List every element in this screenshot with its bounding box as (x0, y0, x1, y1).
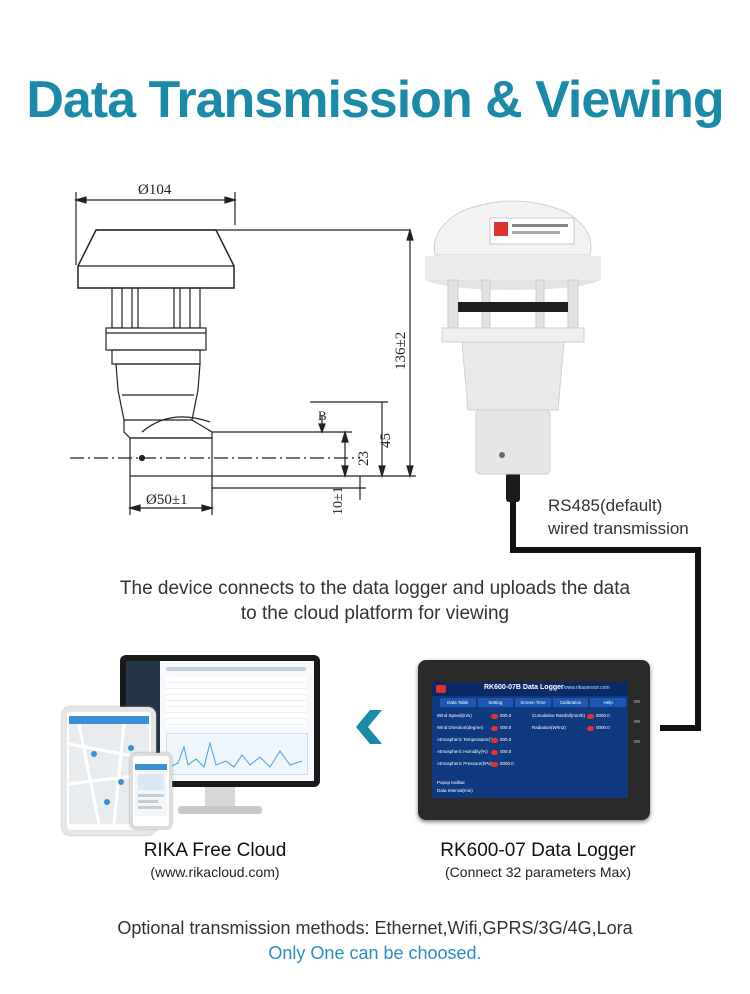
screen-label: Wind Speed(m/s) (437, 713, 472, 718)
screen-label: Atmospheric Temperature(°C) (437, 737, 497, 742)
unit-badge (491, 726, 498, 731)
unit-badge (587, 726, 594, 731)
logger-logo-icon (436, 685, 446, 693)
screen-tab[interactable]: Setting (477, 698, 514, 707)
screen-tab[interactable]: Data Table (440, 698, 476, 707)
label-b: B (318, 408, 327, 423)
screen-value: 0000.0 (500, 761, 514, 766)
screen-title: RK600-07B Data Logger (484, 684, 564, 691)
screen-url: www.rikasensor.com (564, 685, 610, 691)
description-line1: The device connects to the data logger a… (119, 578, 631, 599)
screen-tab[interactable]: Help (590, 698, 626, 707)
dim-23-label: 23 (356, 451, 372, 466)
wired-transmission-label: wired transmission (548, 519, 689, 538)
screen-rows: Wind Speed(m/s) 000.0 Cumulative Rainfall(… (436, 712, 626, 772)
unit-badge (491, 750, 498, 755)
dim-10-label: 10±1 (331, 486, 346, 515)
screen-value: 000.0 (500, 725, 512, 730)
screen-label: Wind Direction(degree) (437, 725, 484, 730)
logger-screen: RK600-07B Data Logger www.rikasensor.com… (432, 682, 628, 798)
logger-note: (Connect 32 parameters Max) (445, 864, 631, 880)
page-title: Data Transmission & Viewing (26, 71, 724, 129)
rs485-label: RS485(default) (548, 496, 663, 515)
screen-value: 0000.0 (596, 713, 610, 718)
sensor-and-cable (425, 200, 701, 731)
screen-value: 000.0 (500, 737, 512, 742)
dim-top-label: Ø104 (138, 182, 172, 198)
dim-45-label: 45 (378, 433, 394, 448)
screen-label: Radiation(W/m2) (532, 725, 566, 730)
phone (130, 753, 172, 829)
screen-label: Cumulative Rainfall(mm/h) (532, 713, 586, 718)
screen-label: Atmospheric Humidity(%) (437, 749, 488, 754)
chevron-left-icon (356, 710, 382, 744)
screen-row: Atmospheric Humidity(%) 000.0 (436, 748, 626, 760)
screen-row: Atmospheric Temperature(°C)000.0 (436, 736, 626, 748)
screen-row: Atmospheric Pressure(hPa) 0000.0 (436, 760, 626, 772)
logger-name: RK600-07 Data Logger (440, 840, 636, 861)
cloud-name: RIKA Free Cloud (143, 840, 287, 861)
dim-bottom-label: Ø50±1 (146, 492, 188, 508)
screen-value: 000.0 (500, 749, 512, 754)
data-interval-label: Data Interval(min) (437, 788, 473, 793)
screen-row: Wind Direction(degree) 000.0 Radiation(W/m… (436, 724, 626, 736)
dimension-drawing: Ø104 Ø50±1 B 136±2 45 23 10±1 (70, 182, 416, 515)
screen-label: Atmospheric Pressure(hPa) (437, 761, 493, 766)
popup-toolbar-label: Popup toolbar (437, 780, 466, 785)
unit-badge (587, 714, 594, 719)
cable-line (510, 480, 701, 731)
footer-line1: Optional transmission methods: Ethernet,… (117, 918, 633, 938)
dim-height-label: 136±2 (393, 332, 409, 370)
data-logger: RK600-07B Data Logger www.rikasensor.com… (418, 660, 650, 820)
screen-value: 0000.0 (596, 725, 610, 730)
cloud-url: (www.rikacloud.com) (150, 864, 280, 880)
unit-badge (491, 762, 498, 767)
screen-tab[interactable]: Screen Time (515, 698, 551, 707)
screen-value: 000.0 (500, 713, 512, 718)
screen-tab[interactable]: Calibration (552, 698, 589, 707)
footer-line2: Only One can be choosed. (268, 943, 482, 963)
unit-badge (491, 738, 498, 743)
screen-row: Wind Speed(m/s) 000.0 Cumulative Rainfall(… (436, 712, 626, 724)
description-line2: to the cloud platform for viewing (240, 603, 510, 624)
unit-badge (491, 714, 498, 719)
